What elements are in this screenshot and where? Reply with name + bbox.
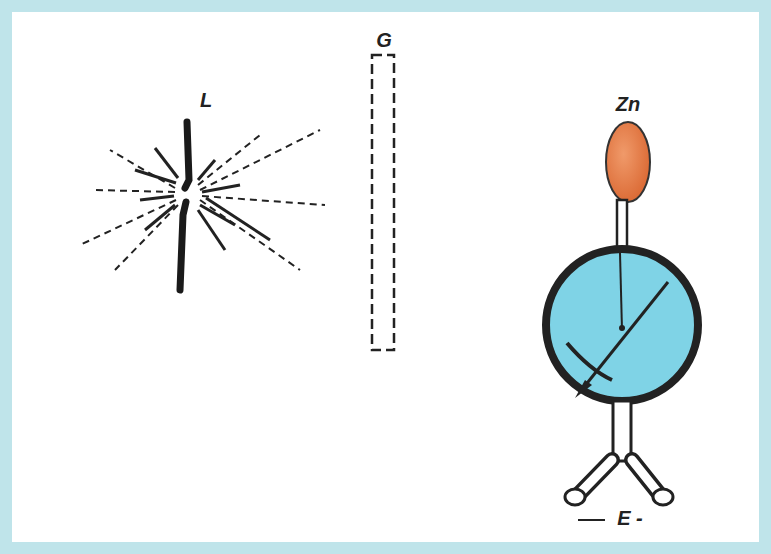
- electroscope: [546, 200, 698, 520]
- zinc-label: Zn: [616, 93, 640, 116]
- lamp-label: L: [200, 89, 212, 112]
- arc-lamp: [80, 122, 325, 290]
- zinc-plate: [606, 122, 650, 202]
- glass-label: G: [376, 29, 392, 52]
- electroscope-label: E -: [617, 507, 643, 530]
- glass-plate: [372, 55, 394, 350]
